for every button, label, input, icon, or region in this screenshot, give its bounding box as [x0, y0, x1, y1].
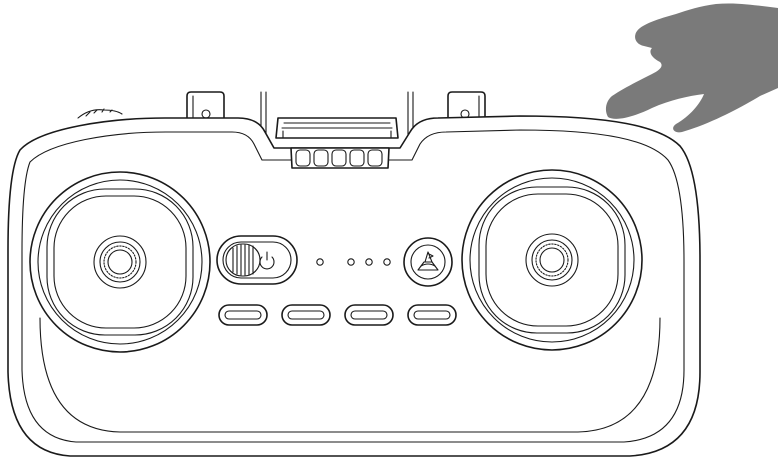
- pointing-hand-icon: [605, 3, 778, 133]
- top-left-notch: [77, 109, 123, 119]
- power-button[interactable]: [216, 235, 298, 285]
- function-button-4[interactable]: [407, 304, 457, 326]
- top-dial-wheel[interactable]: [290, 147, 390, 169]
- battery-led-3: [365, 258, 373, 266]
- function-button-1[interactable]: [218, 304, 268, 326]
- right-control-stick[interactable]: [461, 169, 643, 351]
- body-lower-panel: [39, 317, 661, 433]
- function-button-2[interactable]: [281, 304, 331, 326]
- battery-led-1: [316, 258, 324, 266]
- return-to-home-button[interactable]: [403, 237, 453, 287]
- power-slider-knurl: [225, 243, 261, 277]
- function-button-row: [218, 304, 457, 326]
- battery-level-leds: [316, 258, 391, 266]
- battery-led-4: [383, 258, 391, 266]
- battery-led-2: [347, 258, 355, 266]
- left-control-stick[interactable]: [29, 171, 211, 353]
- function-button-3[interactable]: [344, 304, 394, 326]
- power-icon: [259, 251, 275, 270]
- holder-center-clamp: [275, 117, 399, 139]
- body-inner-rim: [21, 129, 685, 443]
- return-to-home-icon: [417, 251, 439, 271]
